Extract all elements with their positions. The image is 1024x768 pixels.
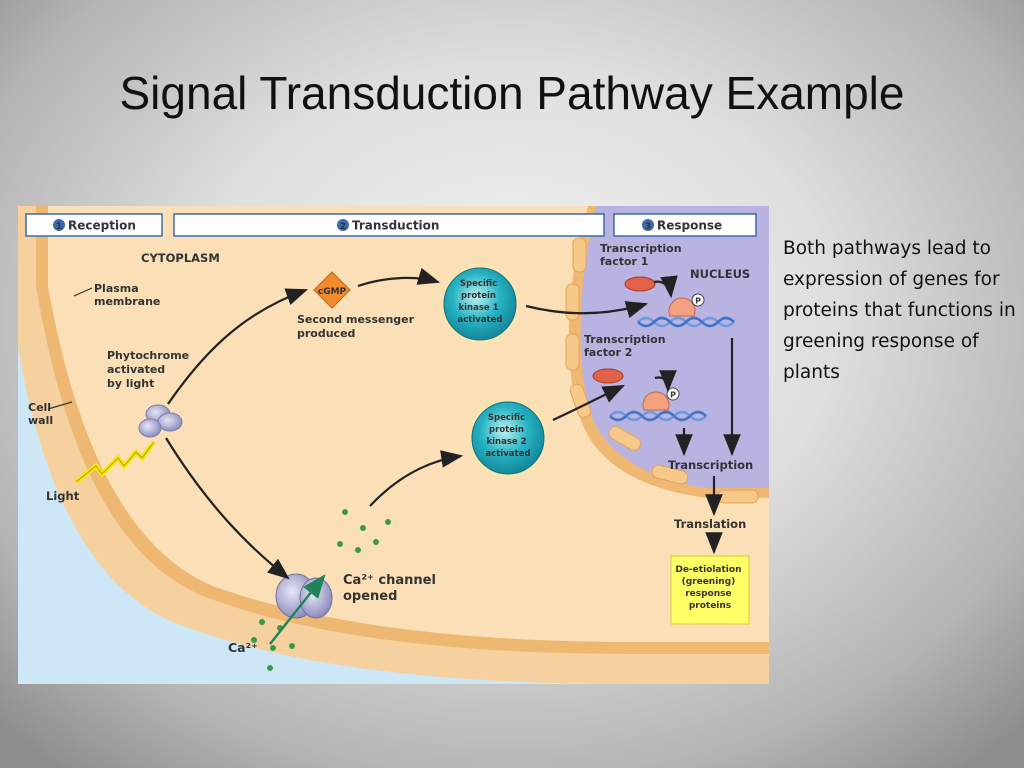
phytochrome-label: Phytochrome activated by light <box>107 349 193 390</box>
stage-response-label: Response <box>657 219 722 233</box>
stage-header-response: 3 Response <box>613 213 757 237</box>
cell-wall-label: Cell wall <box>28 401 55 427</box>
kinase-2: Specific protein kinase 2 activated <box>464 394 552 482</box>
svg-text:cGMP: cGMP <box>318 287 347 297</box>
stage-header-transduction: 2 Transduction <box>173 213 605 237</box>
stage-number: 1 <box>56 222 62 232</box>
dna-2 <box>609 410 707 422</box>
kinase-1: Specific protein kinase 1 activated <box>436 260 524 348</box>
second-messenger-label: Second messenger produced <box>297 313 418 340</box>
calcium-ions <box>251 509 391 671</box>
tf1-protein <box>624 276 656 292</box>
proteins-box: De-etiolation (greening) response protei… <box>670 555 750 625</box>
translation-label: Translation <box>674 517 746 531</box>
stage-number: 2 <box>340 222 346 232</box>
phytochrome-receptor <box>138 404 183 438</box>
tf2-label: Transcription factor 2 <box>584 333 669 359</box>
cgmp-molecule: cGMP <box>313 271 351 309</box>
phosphate-marker: P <box>670 391 676 400</box>
svg-text:Specific protein k: Specific protein kinase 2 activated <box>486 413 531 459</box>
tf2-protein <box>592 368 624 384</box>
stage-header-reception: 1 Reception <box>25 213 163 237</box>
plasma-membrane-label: Plasma membrane <box>94 282 160 308</box>
transcription-label: Transcription <box>668 458 753 472</box>
signal-pathway-figure: 1 Reception 2 Transduction 3 Response CY… <box>18 206 769 684</box>
ca-ion-label: Ca²⁺ <box>228 640 258 655</box>
side-note: Both pathways lead to expression of gene… <box>783 238 1016 383</box>
stage-number: 3 <box>645 222 651 232</box>
ca-channel <box>275 573 333 619</box>
cytoplasm-label: CYTOPLASM <box>141 251 220 265</box>
nucleus-label: NUCLEUS <box>690 267 750 281</box>
phosphate-marker: P <box>695 297 701 306</box>
slide-title: Signal Transduction Pathway Example <box>119 67 905 119</box>
stage-reception-label: Reception <box>68 219 136 233</box>
tf1-bound: P <box>668 293 705 317</box>
ca-channel-label: Ca²⁺ channel opened <box>343 573 440 604</box>
calcium-influx-arrow <box>269 574 326 645</box>
stage-transduction-label: Transduction <box>352 219 439 233</box>
svg-text:Specific protein k: Specific protein kinase 1 activated <box>458 279 503 325</box>
light-label: Light <box>46 489 80 503</box>
pathway-arrows <box>165 267 741 580</box>
dna-1 <box>637 316 735 328</box>
tf1-label: Transcription factor 1 <box>600 242 685 268</box>
svg-text:De-etiolation (greening): De-etiolation (greening) response protei… <box>675 565 744 611</box>
